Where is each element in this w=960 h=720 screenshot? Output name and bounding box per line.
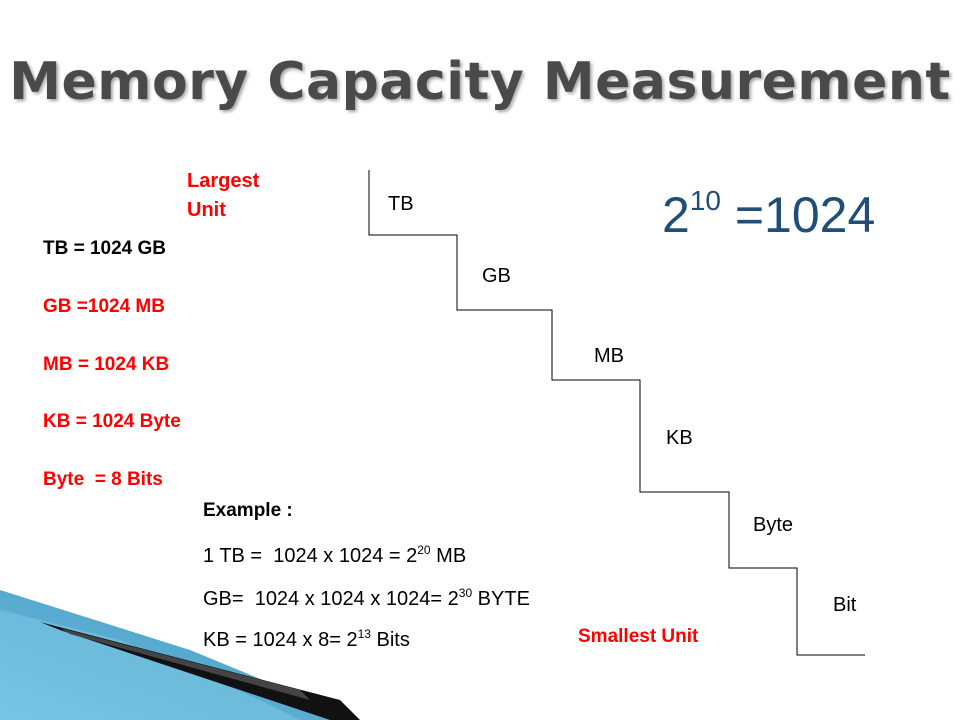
page-title: Memory Capacity Measurement xyxy=(9,52,951,112)
conversion-mb: MB = 1024 KB xyxy=(43,354,170,375)
step-label-gb: GB xyxy=(482,265,511,287)
step-label-bit: Bit xyxy=(833,594,857,616)
example-line-2: GB= 1024 x 1024 x 1024= 230 BYTE xyxy=(203,586,530,611)
largest-unit-label-line1: Largest xyxy=(187,170,260,192)
example-line-2-exponent: 30 xyxy=(458,586,473,600)
step-label-byte: Byte xyxy=(753,514,794,536)
example-line-3-unit: Bits xyxy=(370,629,410,651)
staircase-line xyxy=(368,170,865,656)
formula-exponent: 10 xyxy=(689,185,721,216)
example-line-3-text: KB = 1024 x 8= 2 xyxy=(203,629,358,651)
example-line-1-unit: MB xyxy=(430,545,467,567)
formula-result: =1024 xyxy=(720,187,876,243)
smallest-unit-label: Smallest Unit xyxy=(578,626,699,647)
conversion-byte: Byte = 8 Bits xyxy=(43,469,163,490)
example-line-2-text: GB= 1024 x 1024 x 1024= 2 xyxy=(203,588,459,610)
largest-unit-label-line2: Unit xyxy=(187,199,226,221)
example-line-3-exponent: 13 xyxy=(357,627,371,641)
example-line-1-exponent: 20 xyxy=(417,543,431,557)
formula-base: 2 xyxy=(662,187,690,243)
step-label-kb: KB xyxy=(666,427,693,449)
example-line-3: KB = 1024 x 8= 213 Bits xyxy=(203,627,410,652)
example-line-2-unit: BYTE xyxy=(472,588,530,610)
example-heading: Example : xyxy=(203,500,293,521)
example-line-1: 1 TB = 1024 x 1024 = 220 MB xyxy=(203,543,466,568)
step-label-tb: TB xyxy=(388,193,414,215)
conversion-kb: KB = 1024 Byte xyxy=(43,411,181,432)
example-line-1-text: 1 TB = 1024 x 1024 = 2 xyxy=(203,545,418,567)
corner-decoration xyxy=(0,590,360,720)
conversion-gb: GB =1024 MB xyxy=(43,296,165,317)
step-label-mb: MB xyxy=(594,345,624,367)
power-formula: 210 =1024 xyxy=(662,185,875,244)
conversion-tb: TB = 1024 GB xyxy=(43,238,167,259)
